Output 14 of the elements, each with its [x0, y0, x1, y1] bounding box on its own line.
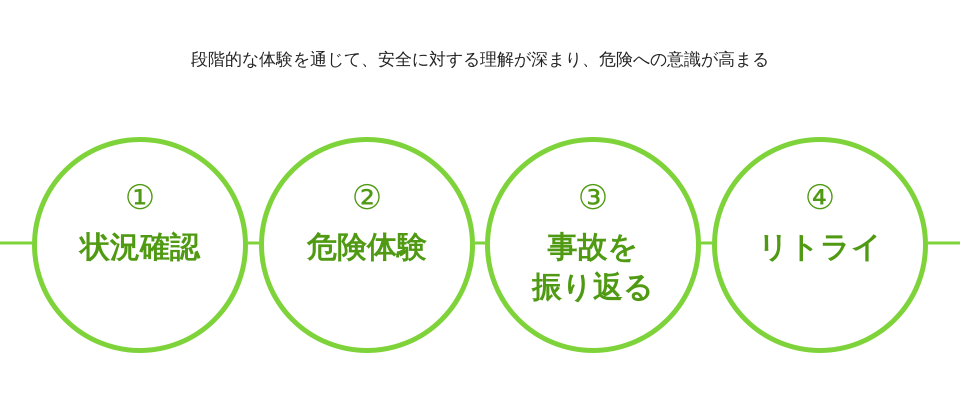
step-label: リトライ [758, 229, 882, 267]
connector-line [701, 242, 712, 244]
step-number: ④ [804, 178, 836, 218]
step-label: 危険体験 [307, 229, 427, 267]
step-number: ① [124, 178, 156, 218]
connector-line [248, 242, 259, 244]
step-number: ③ [578, 178, 608, 218]
title: 段階的な体験を通じて、安全に対する理解が深まり、危険への意識が高まる [191, 50, 769, 70]
connector-line [0, 242, 32, 244]
step-number: ② [352, 178, 382, 218]
connector-line [475, 242, 485, 244]
connector-line [928, 242, 960, 244]
step-label: 状況確認 [80, 229, 200, 267]
step-label: 事故を振り返る [530, 229, 655, 307]
